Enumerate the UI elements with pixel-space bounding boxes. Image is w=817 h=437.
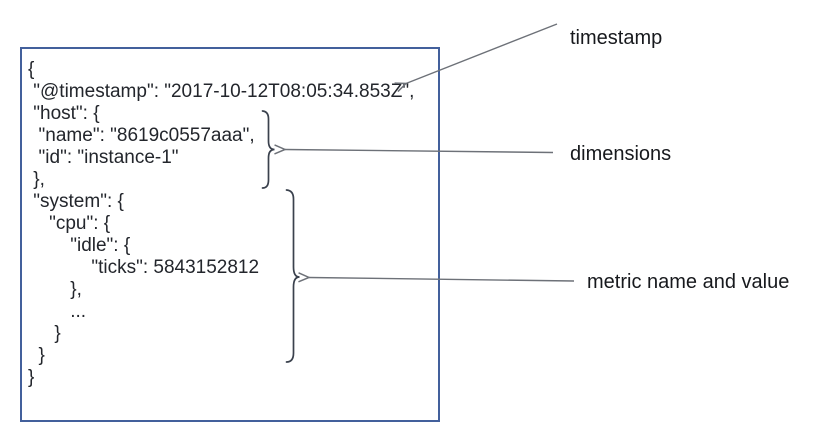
timestamp-label: timestamp — [570, 27, 663, 49]
metric-label: metric name and value — [587, 271, 790, 293]
json-document-box: { "@timestamp": "2017-10-12T08:05:34.853… — [20, 47, 440, 422]
dimensions-label: dimensions — [570, 143, 672, 165]
json-document: { "@timestamp": "2017-10-12T08:05:34.853… — [28, 59, 415, 388]
